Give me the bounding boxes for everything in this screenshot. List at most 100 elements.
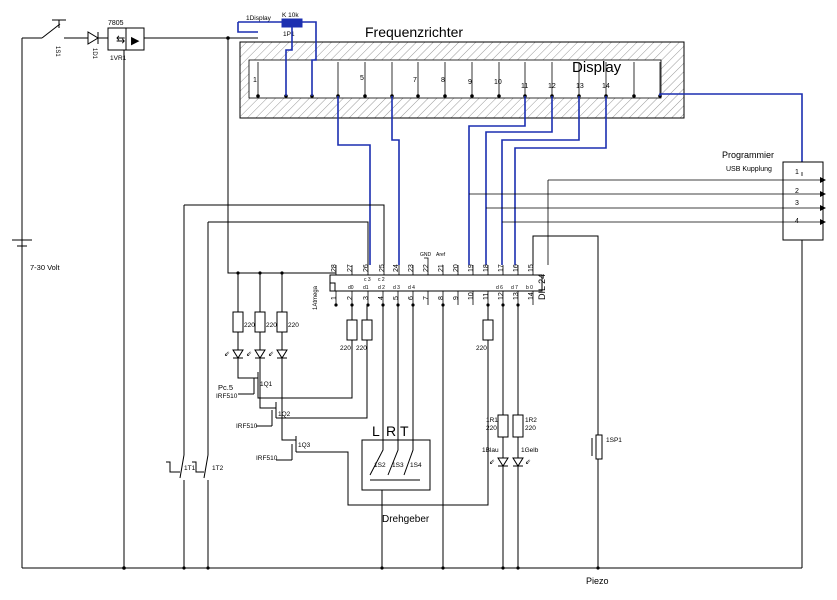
- display-data-lines: [337, 93, 803, 265]
- regulator-name: 7805: [108, 20, 124, 27]
- ic-bottom-pin: 8: [438, 296, 445, 300]
- ic-bottom-pin: 9: [453, 296, 460, 300]
- button-ref: 1T2: [212, 465, 224, 472]
- programmer-connector: Programmier USB Kupplung 1 2 3 4: [469, 150, 826, 568]
- ic-top-pin: 22: [423, 264, 430, 272]
- ic-top-pin: 27: [347, 264, 354, 272]
- ic-ref: 1Atmega: [313, 285, 319, 310]
- display-pin-label: 13: [576, 83, 584, 90]
- ic-bottom-pin: 10: [468, 292, 475, 300]
- programmer-pin: 4: [795, 218, 799, 225]
- programmer-subtitle: USB Kupplung: [726, 166, 772, 173]
- ic-bottom-pin: 2: [347, 296, 354, 300]
- display-pin-label: 7: [413, 77, 417, 84]
- display-pin-label: 9: [468, 79, 472, 86]
- piezo-label: Piezo: [586, 576, 609, 586]
- display-pin-label: 10: [494, 79, 502, 86]
- ic-top-pin: 18: [483, 264, 490, 272]
- led-light-icon: ⇙: [525, 459, 531, 466]
- ic-top-pin: 17: [498, 264, 505, 272]
- ic-bottom-sub: d 2: [378, 285, 385, 291]
- poti-ref: 1P1: [283, 31, 295, 38]
- led-light-icon: ⇙: [489, 459, 495, 466]
- display-pin-label: 11: [521, 83, 528, 90]
- piezo-buzzer: 1SP1 Piezo: [532, 235, 622, 586]
- ic-bottom-sub: d1: [363, 285, 369, 291]
- mosfet-ref: 1Q2: [278, 411, 291, 418]
- mosfet-ref: 1Q3: [298, 442, 311, 449]
- led-driver: 220 220 220 ⇙ ⇙ ⇙ 1Q1 Pc.5 IRF510 1Q2 IR…: [216, 36, 494, 506]
- ic-bottom-sub: d 6: [496, 285, 503, 291]
- encoder-name: Drehgeber: [382, 514, 430, 525]
- led-yellow-label: 1Gelb: [521, 447, 539, 454]
- button-ref: 1T1: [184, 465, 196, 472]
- ic-top-pin: 20: [453, 264, 460, 272]
- rotary-encoder: L R T 1S2 1S3 1S4 Drehgeber: [361, 305, 431, 568]
- ic-bottom-pin: 12: [498, 292, 505, 300]
- display-pin-label: 1: [253, 77, 257, 84]
- resistor-value: 220: [266, 322, 277, 329]
- supply-voltage: 7-30 Volt: [30, 263, 61, 272]
- ic-bottom-pin: 11: [483, 293, 490, 300]
- ic-top-pin: 16: [513, 264, 520, 272]
- mosfet-part: IRF510: [256, 455, 278, 462]
- diode-ref: 1D1: [91, 48, 97, 60]
- piezo-ref: 1SP1: [606, 437, 622, 444]
- resistor-value: 220: [244, 322, 255, 329]
- ic-top-pin: 19: [468, 264, 475, 272]
- programmer-title: Programmier: [722, 150, 774, 160]
- ic-top-pin: 28: [331, 264, 338, 272]
- display-pin-label: 5: [360, 75, 364, 82]
- ground-rail: [22, 257, 802, 570]
- status-leds: 1R1 220 1R2 220 1Blau 1Gelb ⇙ ⇙: [482, 305, 539, 570]
- programmer-pin: 1: [795, 169, 799, 176]
- ic-bottom-pin: 7: [423, 296, 430, 300]
- mosfet-part: IRF510: [236, 423, 258, 430]
- regulator-ref: 1VR1: [110, 55, 127, 62]
- resistor-value: 220: [340, 345, 351, 352]
- resistor-value: 220: [476, 345, 487, 352]
- display-module: Display 1: [239, 41, 685, 119]
- led-light-icon: ⇙: [224, 351, 230, 358]
- microcontroller: DIL 24 1Atmega 28 27 26 25 24 23 22 21 2…: [313, 252, 547, 310]
- encoder-letter: R: [386, 423, 396, 439]
- ic-top-sub: GND: [420, 252, 432, 258]
- ic-bottom-pin: 14: [528, 292, 535, 300]
- ic-top-pin: 15: [528, 264, 535, 272]
- encoder-switch: 1S4: [410, 462, 422, 469]
- mosfet-part: IRF510: [216, 393, 238, 400]
- ic-top-sub: c 2: [378, 277, 385, 283]
- ic-bottom-pin: 3: [363, 296, 370, 300]
- ic-top-sub: c 3: [364, 277, 371, 283]
- display-pin-label: 8: [441, 77, 445, 84]
- contrast-poti: 1Display K 10k 1P1: [237, 12, 317, 96]
- encoder-switch: 1S2: [374, 462, 386, 469]
- led-resistor-value: 220: [486, 425, 497, 432]
- ic-bottom-sub: b 0: [526, 285, 533, 291]
- resistor-value: 220: [288, 322, 299, 329]
- resistor-value: 220: [356, 345, 367, 352]
- led-resistor-value: 220: [525, 425, 536, 432]
- switch-ref: 1S1: [54, 46, 60, 57]
- ic-bottom-sub: d0: [348, 285, 354, 291]
- regulator-arrow-icon: ▶: [131, 35, 140, 47]
- ic-bottom-pin: 5: [393, 296, 400, 300]
- mosfet-ref: 1Q1: [260, 381, 273, 388]
- ic-top-pin: 25: [379, 264, 386, 272]
- encoder-letter: T: [400, 423, 409, 439]
- led-light-icon: ⇙: [246, 351, 252, 358]
- ic-bottom-pin: 1: [331, 296, 338, 300]
- encoder-switch: 1S3: [392, 462, 404, 469]
- ic-bottom-pin: 4: [378, 296, 385, 300]
- power-supply: 1S1 1D1 ⇆ ▶ 7805 1VR1 7-30 Volt: [12, 19, 258, 570]
- display-label: Display: [572, 59, 622, 76]
- poti-value: K 10k: [282, 12, 299, 19]
- led-light-icon: ⇙: [268, 351, 274, 358]
- ic-bottom-sub: d 7: [511, 285, 518, 291]
- programmer-pin: 2: [795, 188, 799, 195]
- led-resistor-ref: 1R2: [525, 417, 537, 424]
- pc5-label: Pc.5: [218, 383, 233, 392]
- ic-bottom-pin: 6: [408, 296, 415, 300]
